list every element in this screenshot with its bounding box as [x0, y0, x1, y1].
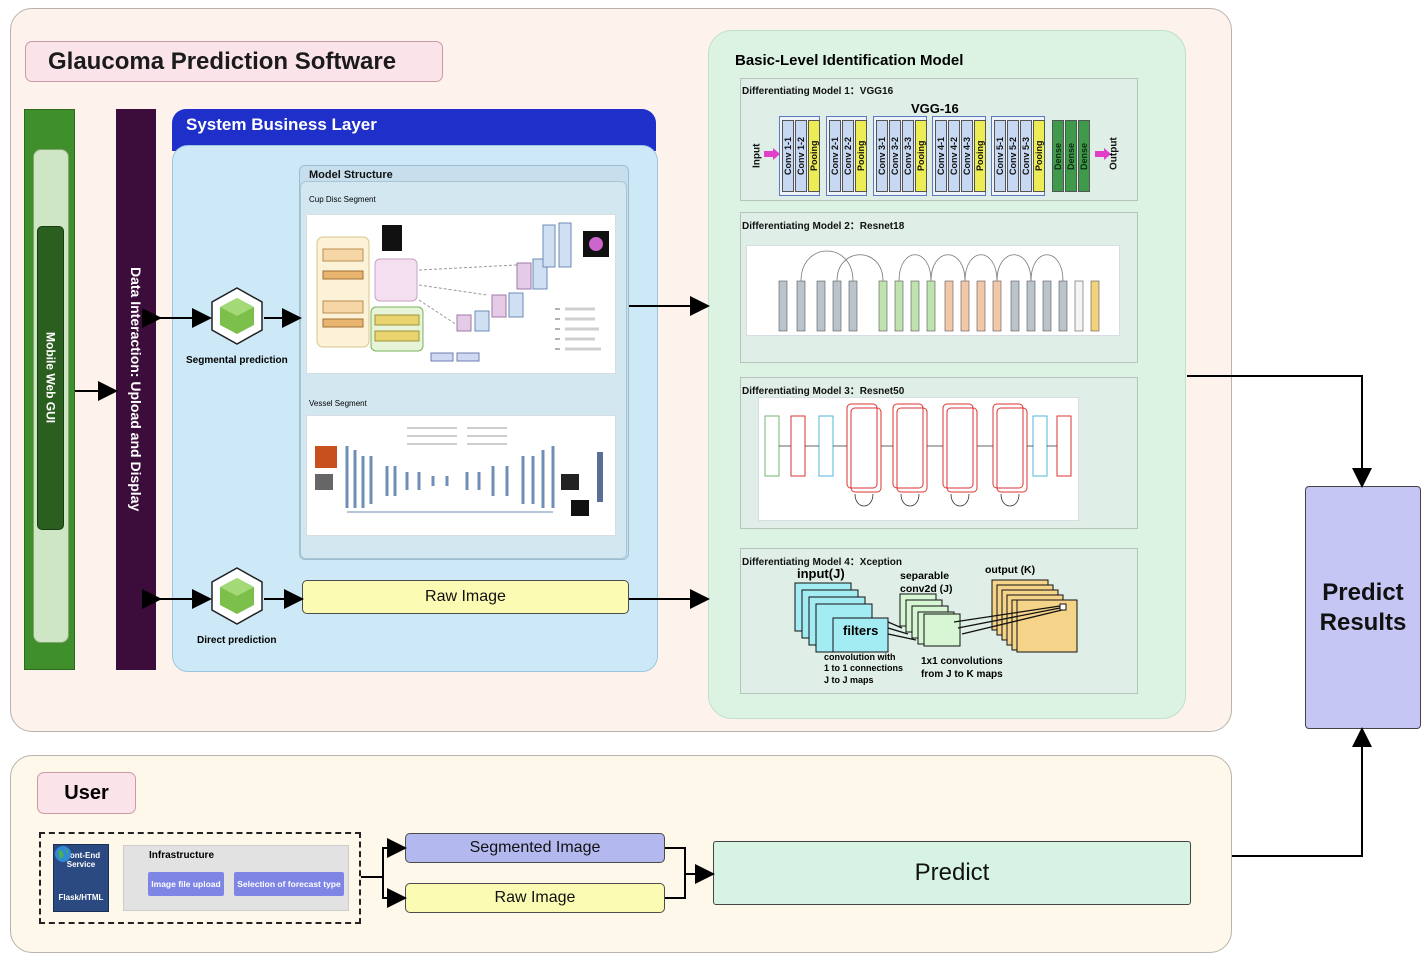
cup-disc-segment-label: Cup Disc Segment — [309, 195, 376, 204]
vgg-layer-conv-1-2: Conv 1-2 — [795, 120, 807, 192]
vgg-layer-conv-1-1: Conv 1-1 — [782, 120, 794, 192]
system-business-layer-header: System Business Layer — [172, 109, 656, 151]
vgg-layer-pooing: Pooing — [855, 120, 867, 192]
conv-note-1: convolution with — [824, 652, 896, 662]
vgg-layer-pooing: Pooing — [915, 120, 927, 192]
mobile-web-gui-label: Mobile Web GUI — [37, 226, 64, 530]
model4-title: Differentiating Model 4：Xception — [742, 557, 903, 568]
front-end-line2: Service — [66, 860, 96, 869]
segmental-prediction-label: Segmental prediction — [186, 355, 288, 366]
separable-label-2: conv2d (J) — [900, 583, 953, 595]
vgg-layer-conv-3-3: Conv 3-3 — [902, 120, 914, 192]
vgg-layer-conv-4-2: Conv 4-2 — [948, 120, 960, 192]
vgg-output-label: Output — [1108, 137, 1120, 171]
vgg-input-label: Input — [751, 143, 763, 169]
forecast-type-button[interactable]: Selection of forecast type — [234, 872, 344, 896]
segmental-prediction-icon — [210, 286, 264, 346]
direct-prediction-icon — [210, 566, 264, 626]
conv-note-2: 1 to 1 connections — [824, 663, 904, 673]
model1-title: Differentiating Model 1：VGG16 — [742, 86, 894, 97]
vgg16-name: VGG-16 — [911, 101, 959, 116]
cup-disc-segment-diagram — [306, 214, 616, 374]
data-interaction-label: Data Interaction: Upload and Display — [116, 109, 156, 670]
vgg-layer-conv-2-1: Conv 2-1 — [829, 120, 841, 192]
predict-box: Predict — [713, 841, 1191, 905]
onebyone-note-2: from J to K maps — [921, 669, 1003, 680]
onebyone-note-1: 1x1 convolutions — [921, 656, 1003, 667]
xception-input-label: input(J) — [797, 566, 845, 581]
vgg-layer-pooing: Pooing — [808, 120, 820, 192]
vessel-segment-diagram — [306, 415, 616, 536]
xception-filters-label: filters — [843, 623, 879, 638]
resnet50-diagram — [758, 397, 1079, 521]
vgg-layer-dense: Dense — [1052, 120, 1064, 192]
vgg-layer-pooing: Pooing — [1033, 120, 1045, 192]
identification-model-title: Basic-Level Identification Model — [735, 52, 964, 69]
segmented-image-box: Segmented Image — [405, 833, 665, 863]
resnet18-diagram — [746, 245, 1120, 336]
vgg-layer-conv-4-3: Conv 4-3 — [961, 120, 973, 192]
conv-note-3: J to J maps — [824, 675, 874, 685]
front-end-service: Front-End Service Flask/HTML — [53, 844, 109, 912]
separable-label-1: separable — [900, 570, 950, 582]
xception-diagram — [740, 548, 1138, 694]
vgg-layer-conv-5-3: Conv 5-3 — [1020, 120, 1032, 192]
vgg-layer-dense: Dense — [1078, 120, 1090, 192]
vessel-segment-label: Vessel Segment — [309, 399, 367, 408]
vgg-layer-conv-3-2: Conv 3-2 — [889, 120, 901, 192]
vgg-layer-conv-5-1: Conv 5-1 — [994, 120, 1006, 192]
user-service-group — [39, 832, 361, 924]
vgg-layer-conv-3-1: Conv 3-1 — [876, 120, 888, 192]
image-upload-button[interactable]: Image file upload — [148, 872, 224, 896]
vgg-input-arrow-icon — [764, 148, 780, 160]
model3-title: Differentiating Model 3：Resnet50 — [742, 386, 905, 397]
page-title: Glaucoma Prediction Software — [25, 41, 443, 82]
raw-image-box: Raw Image — [302, 580, 629, 614]
infrastructure-label: Infrastructure — [149, 850, 215, 861]
vgg-layer-conv-4-1: Conv 4-1 — [935, 120, 947, 192]
vgg-layer-conv-2-2: Conv 2-2 — [842, 120, 854, 192]
vgg-layer-conv-5-2: Conv 5-2 — [1007, 120, 1019, 192]
vgg-layer-pooing: Pooing — [974, 120, 986, 192]
direct-prediction-label: Direct prediction — [197, 635, 277, 646]
vgg-layer-dense: Dense — [1065, 120, 1077, 192]
front-end-line3: Flask/HTML — [58, 893, 104, 902]
user-label: User — [37, 772, 136, 814]
predict-results-line1: Predict — [1322, 578, 1404, 606]
front-end-line1: Front-End — [61, 851, 101, 860]
vgg-output-arrow-icon — [1095, 148, 1111, 160]
xception-output-label: output (K) — [985, 564, 1036, 576]
model2-title: Differentiating Model 2：Resnet18 — [742, 221, 905, 232]
user-raw-image-box: Raw Image — [405, 883, 665, 913]
model-structure-title: Model Structure — [309, 169, 393, 181]
predict-results-line2: Results — [1319, 608, 1407, 636]
globe-icon — [55, 846, 90, 890]
